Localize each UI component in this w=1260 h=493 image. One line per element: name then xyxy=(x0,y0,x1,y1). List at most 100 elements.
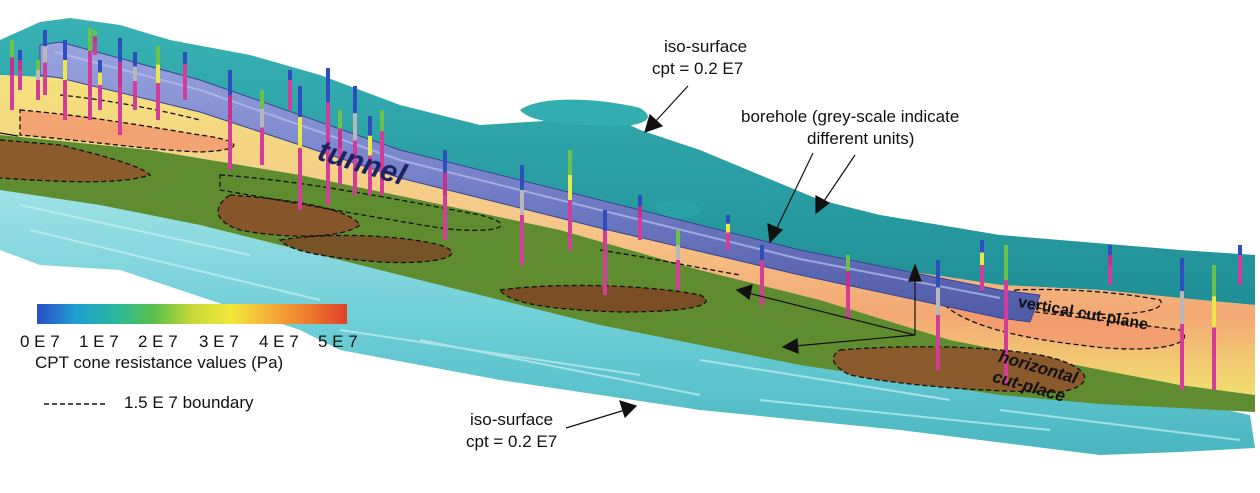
borehole-segment xyxy=(676,230,680,245)
colorbar-tick-label: 1 E 7 xyxy=(79,332,119,351)
borehole-segment xyxy=(1238,255,1242,265)
borehole-segment xyxy=(18,50,22,60)
borehole-segment xyxy=(676,275,680,290)
borehole-segment xyxy=(1004,280,1008,315)
borehole-segment xyxy=(18,80,22,90)
borehole-segment xyxy=(1004,315,1008,350)
borehole-segment xyxy=(88,74,92,97)
borehole-segment xyxy=(133,81,137,96)
borehole-segment xyxy=(88,97,92,120)
borehole-segment xyxy=(520,165,524,190)
iso-surface-top-label-2: cpt = 0.2 E7 xyxy=(652,59,744,78)
colorbar-tick-label: 5 E 7 xyxy=(318,332,358,351)
borehole-segment xyxy=(980,277,984,290)
borehole-segment xyxy=(638,228,642,240)
iso-surface-blob-2 xyxy=(655,199,700,219)
high-resistance-patch-5 xyxy=(280,235,452,263)
borehole-segment xyxy=(638,206,642,218)
horizontal-cut-plane xyxy=(0,135,1255,412)
borehole-segment xyxy=(1180,291,1184,324)
tunnel xyxy=(39,41,1041,323)
colorbar-tick-label: 3 E 7 xyxy=(199,332,239,351)
colorbar-title: CPT cone resistance values (Pa) xyxy=(35,353,284,372)
borehole-segment xyxy=(1108,265,1112,275)
borehole-segment xyxy=(118,110,122,135)
borehole-segment xyxy=(10,57,14,75)
borehole-segment xyxy=(380,173,384,195)
borehole-segment xyxy=(980,252,984,265)
high-resistance-patch-4 xyxy=(833,346,1085,392)
borehole-segment xyxy=(298,117,302,148)
borehole-segment xyxy=(228,145,232,170)
vertical-cut-plane xyxy=(0,75,1255,395)
borehole-segment xyxy=(133,66,137,81)
borehole-segment xyxy=(1212,358,1216,390)
borehole-segment xyxy=(520,215,524,240)
borehole-segment xyxy=(118,38,122,63)
borehole-segment xyxy=(63,60,67,80)
borehole-segment xyxy=(1212,296,1216,328)
borehole-segment xyxy=(368,175,372,195)
iso-surface-blob xyxy=(520,99,648,127)
borehole-segment xyxy=(726,241,730,250)
borehole-segment xyxy=(568,200,572,225)
high-resistance-patch-2 xyxy=(218,195,360,237)
borehole-segment xyxy=(1180,324,1184,357)
borehole-segment xyxy=(156,83,160,102)
colorbar xyxy=(37,304,347,324)
borehole-segment xyxy=(288,70,292,80)
borehole-segment xyxy=(846,271,850,288)
borehole-segment xyxy=(676,260,680,275)
colorbar-tick-label: 0 E 7 xyxy=(20,332,60,351)
borehole-segment xyxy=(1004,350,1008,385)
borehole-segment xyxy=(338,166,342,185)
iso-surface-bottom-label-1: iso-surface xyxy=(470,410,554,429)
borehole-segment xyxy=(936,315,940,343)
borehole-segment xyxy=(228,120,232,145)
borehole-segment xyxy=(603,210,607,232)
colorbar-tick-label: 2 E 7 xyxy=(138,332,178,351)
borehole-segment xyxy=(93,48,97,55)
borehole-segment xyxy=(846,255,850,272)
borehole-segment xyxy=(18,60,22,70)
borehole-segment xyxy=(183,76,187,88)
borehole-segment xyxy=(1212,265,1216,297)
borehole-segment xyxy=(443,172,447,195)
borehole-segment xyxy=(368,155,372,176)
borehole-segment xyxy=(118,62,122,87)
borehole-segment xyxy=(43,62,47,79)
borehole-segment xyxy=(98,97,102,110)
lower-iso-surface-texture xyxy=(19,204,1241,441)
borehole-segment xyxy=(326,102,330,137)
borehole-segment xyxy=(603,231,607,253)
borehole-segment xyxy=(603,273,607,295)
borehole-segment xyxy=(380,152,384,174)
borehole-segment xyxy=(43,46,47,63)
borehole-segment xyxy=(568,225,572,250)
borehole-segment xyxy=(228,70,232,95)
colorbar-tick-label: 4 E 7 xyxy=(259,332,299,351)
borehole-segment xyxy=(326,136,330,171)
borehole-segment xyxy=(43,78,47,95)
borehole-segment xyxy=(98,85,102,98)
borehole-segment xyxy=(298,179,302,210)
borehole-segment xyxy=(1108,275,1112,285)
borehole-segment xyxy=(520,190,524,215)
borehole-segment xyxy=(1180,258,1184,291)
borehole-segment xyxy=(980,265,984,278)
borehole-segment xyxy=(1108,245,1112,255)
borehole-segment xyxy=(846,303,850,320)
borehole-segment xyxy=(18,70,22,80)
borehole-label-1: borehole (grey-scale indicate xyxy=(741,107,960,126)
borehole-segment xyxy=(228,95,232,120)
borehole-segment xyxy=(298,148,302,179)
borehole-segment xyxy=(760,260,764,275)
borehole-segment xyxy=(603,252,607,274)
borehole-segment xyxy=(638,195,642,207)
borehole-segment xyxy=(98,60,102,73)
borehole-segment xyxy=(288,80,292,90)
borehole-segment xyxy=(338,128,342,148)
borehole-label-2: different units) xyxy=(807,129,915,148)
borehole-segment xyxy=(936,260,940,288)
borehole-segment xyxy=(760,275,764,290)
